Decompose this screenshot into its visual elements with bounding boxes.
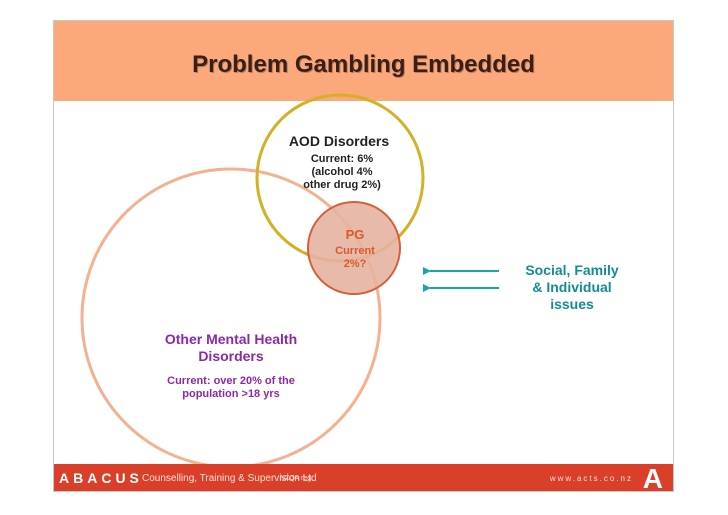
aod-line: Current: 6% xyxy=(310,153,374,165)
brand-tagline: Counselling, Training & Supervision Ltd xyxy=(142,473,317,484)
mental-health-title-line: Disorders xyxy=(198,347,264,364)
aod-title: AOD Disorders xyxy=(288,133,390,149)
accreditation-label: NZQA reg xyxy=(280,475,312,482)
logo-icon: A xyxy=(642,463,663,492)
header-bar: Problem Gambling Embedded xyxy=(54,21,673,101)
pg-title: PG xyxy=(345,227,365,242)
social-factors-label: Social, Family & Individual issues xyxy=(512,262,632,312)
slide-title: Problem Gambling Embedded xyxy=(192,51,535,78)
pg-line: Current xyxy=(335,245,375,257)
social-line: Social, Family xyxy=(525,262,619,278)
mental-health-detail-line: Current: over 20% of the xyxy=(167,375,295,387)
venn-diagram xyxy=(80,93,499,464)
footer-bar: ABACUS Counselling, Training & Supervisi… xyxy=(54,463,673,492)
aod-detail: Current: 6% (alcohol 4% other drug 2%) xyxy=(282,153,402,193)
mental-health-title-line: Other Mental Health xyxy=(164,331,298,347)
slide: Problem Gambling Embedded AOD Disorders … xyxy=(53,20,674,492)
social-line: issues xyxy=(550,295,594,312)
mental-health-title: Other Mental Health Disorders xyxy=(152,331,310,365)
aod-line: other drug 2%) xyxy=(303,179,381,192)
mental-health-detail-line: population >18 yrs xyxy=(182,388,280,401)
brand-name: ABACUS xyxy=(59,470,143,486)
pg-detail: Current 2%? xyxy=(324,245,386,271)
social-line: & Individual xyxy=(532,278,612,295)
website-link[interactable]: www.acts.co.nz xyxy=(549,474,633,483)
mental-health-detail: Current: over 20% of the population >18 … xyxy=(152,375,310,401)
pg-circle xyxy=(307,201,401,295)
pg-line: 2%? xyxy=(343,258,367,271)
aod-line: (alcohol 4% xyxy=(311,166,373,179)
mental-health-circle xyxy=(80,167,382,464)
